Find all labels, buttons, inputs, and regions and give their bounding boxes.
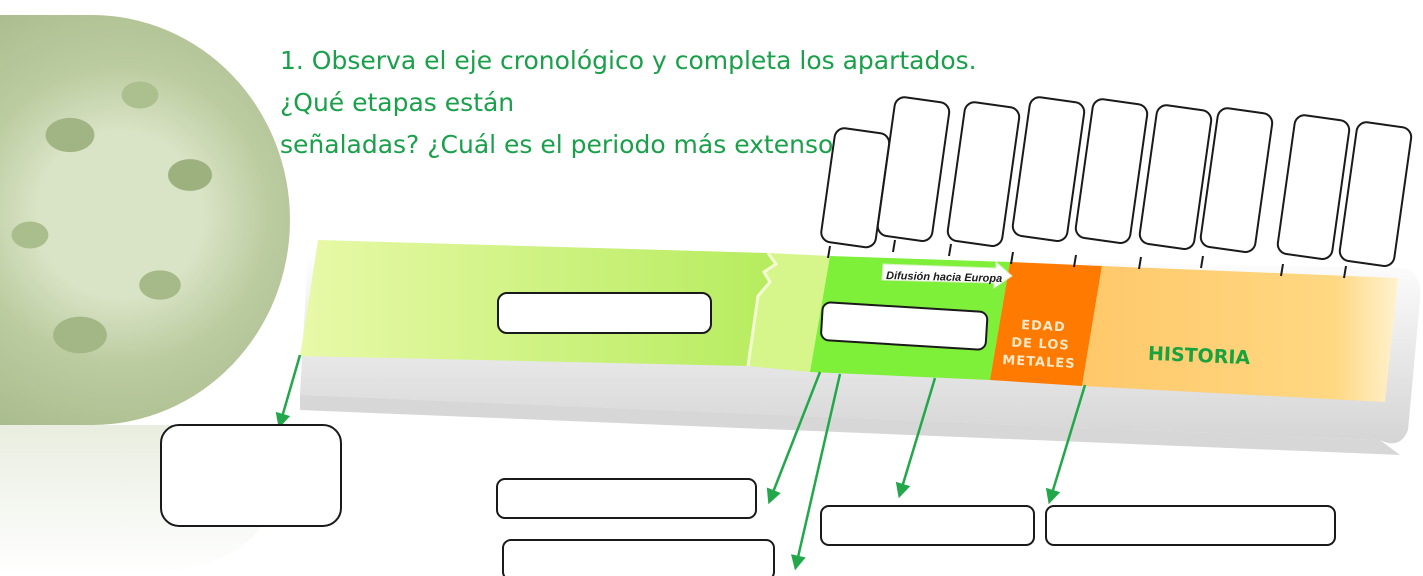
instruction-line-2: señaladas? ¿Cuál es el periodo más exten…: [280, 130, 847, 159]
bottom-answer-box-3: [820, 505, 1035, 546]
top-box-6: [1138, 104, 1213, 250]
metals-label-2: DE LOS: [1011, 336, 1070, 354]
arrow-to-left-box: [275, 354, 302, 429]
gap-segment: [748, 253, 830, 372]
metals-label-1: EDAD: [1021, 318, 1066, 335]
top-box-5: [1074, 98, 1149, 244]
diffusion-arrow: [881, 260, 1013, 289]
diffusion-label: Difusión hacia Europa: [886, 270, 1002, 285]
arrow-to-box-c: [895, 377, 937, 499]
top-answer-boxes: [820, 96, 1413, 279]
top-box-3: [946, 101, 1021, 247]
arrow-to-box-b: [791, 373, 842, 571]
top-box-4: [1011, 96, 1086, 242]
metals-label-3: METALES: [1002, 353, 1076, 372]
history-segment: [1082, 266, 1398, 402]
top-box-9: [1338, 121, 1413, 267]
left-answer-box: [160, 424, 342, 527]
history-label: HISTORIA: [1148, 343, 1251, 369]
top-box-7: [1199, 107, 1274, 253]
metals-segment: [990, 262, 1102, 386]
bottom-answer-box-2: [502, 539, 775, 576]
top-box-2: [876, 96, 951, 242]
instruction-line-1: 1. Observa el eje cronológico y completa…: [280, 46, 977, 117]
bottom-answer-box-1: [496, 478, 757, 519]
top-box-8: [1276, 114, 1351, 260]
instruction-text: 1. Observa el eje cronológico y completa…: [280, 40, 1000, 166]
paleolithic-answer-box: [497, 292, 712, 334]
arrow-to-box-a: [766, 371, 822, 505]
arrow-to-box-d: [1045, 384, 1087, 505]
neolithic-answer-box: [820, 301, 989, 351]
bottom-answer-box-4: [1045, 505, 1336, 546]
